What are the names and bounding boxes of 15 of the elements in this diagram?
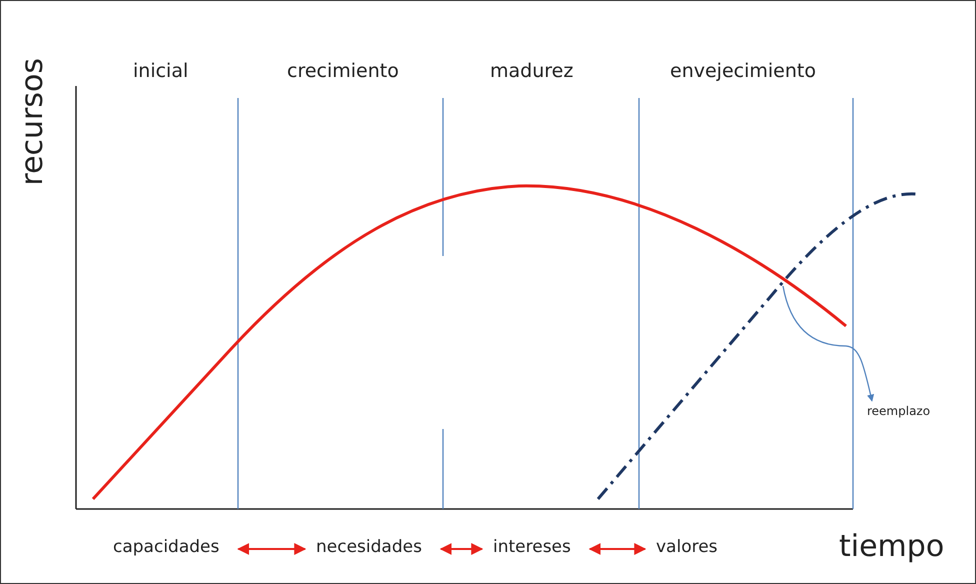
value-label: valores	[656, 537, 718, 557]
axis-title: recursos	[15, 58, 50, 186]
axis-title: tiempo	[839, 529, 944, 564]
phase-label: crecimiento	[287, 60, 399, 82]
phase-label: inicial	[133, 60, 188, 82]
leader-line	[782, 286, 874, 402]
double-arrow	[588, 543, 646, 555]
value-label: necesidades	[316, 537, 422, 557]
value-label: intereses	[493, 537, 571, 557]
value-label: capacidades	[113, 537, 220, 557]
double-arrow	[440, 543, 484, 555]
callout-label: reemplazo	[867, 404, 930, 418]
phase-label: madurez	[490, 60, 574, 82]
phase-label: envejecimiento	[670, 60, 816, 82]
double-arrow	[237, 543, 306, 555]
